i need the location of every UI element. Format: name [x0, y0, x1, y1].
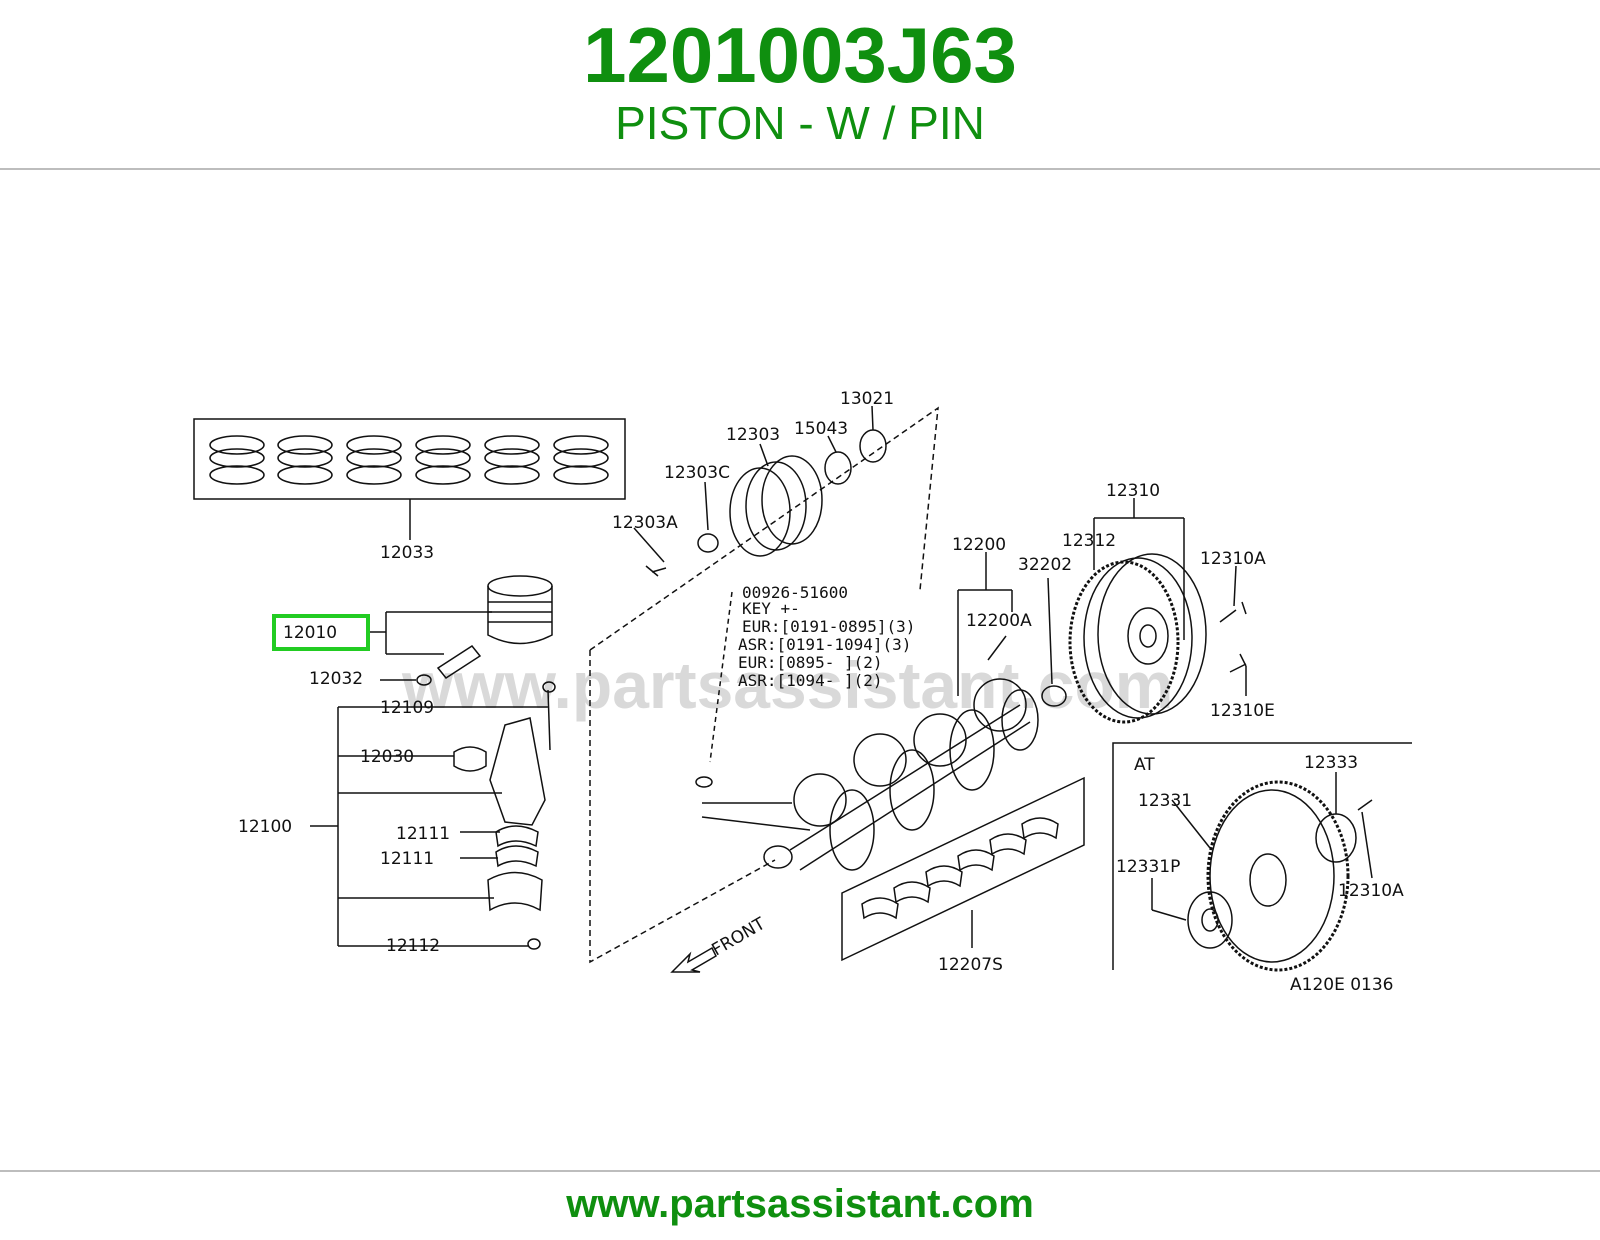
label-12310A: 12310A	[1200, 549, 1266, 569]
footer-divider	[0, 1170, 1600, 1172]
label-12312: 12312	[1062, 531, 1116, 551]
label-12032: 12032	[309, 669, 363, 689]
key-note-line-6: ASR:[1094- ](2)	[738, 671, 883, 690]
bearing-set-box	[841, 776, 1085, 962]
pilot-bushing	[1041, 685, 1067, 707]
label-12109: 12109	[380, 698, 434, 718]
label-12303: 12303	[726, 425, 780, 445]
header-divider	[0, 168, 1600, 170]
label-12111-upper: 12111	[396, 824, 450, 844]
footer-site-link[interactable]: www.partsassistant.com	[566, 1182, 1034, 1226]
part-name: PISTON - W / PIN	[615, 97, 985, 149]
label-12303A: 12303A	[612, 513, 678, 533]
key-note-line-1: 00926-51600	[742, 583, 848, 602]
label-at: AT	[1134, 755, 1155, 775]
label-12100: 12100	[238, 817, 292, 837]
label-12310A-at: 12310A	[1338, 881, 1404, 901]
piston-ring-set	[209, 435, 609, 485]
crankshaft-drawing	[695, 678, 1039, 871]
crank-pulley-drawing	[645, 429, 887, 577]
label-13021: 13021	[840, 389, 894, 409]
watermark: www.partsassistant.com	[401, 648, 1173, 722]
label-12331: 12331	[1138, 791, 1192, 811]
label-12333: 12333	[1304, 753, 1358, 773]
front-arrow-icon	[670, 946, 717, 973]
connecting-rod-drawing	[453, 681, 556, 950]
label-32202: 32202	[1018, 555, 1072, 575]
label-12033: 12033	[380, 543, 434, 563]
figure-code: A120E 0136	[1290, 975, 1394, 995]
part-number: 1201003J63	[583, 11, 1017, 99]
label-12200A: 12200A	[966, 611, 1032, 631]
label-15043: 15043	[794, 419, 848, 439]
label-front: FRONT	[709, 914, 770, 961]
highlight-12010	[272, 614, 370, 651]
label-12200: 12200	[952, 535, 1006, 555]
label-12030: 12030	[360, 747, 414, 767]
at-section-box	[1112, 742, 1412, 970]
key-note-line-2: KEY +-	[742, 599, 800, 618]
label-12010: 12010	[283, 623, 337, 643]
key-note-line-5: EUR:[0895- ](2)	[738, 653, 883, 672]
label-12331P: 12331P	[1116, 857, 1180, 877]
drive-plate-drawing	[1187, 780, 1373, 972]
label-12310E: 12310E	[1210, 701, 1275, 721]
label-12207S: 12207S	[938, 955, 1003, 975]
label-12112: 12112	[386, 936, 440, 956]
label-12111-lower: 12111	[380, 849, 434, 869]
flywheel-drawing	[1068, 553, 1247, 724]
main-bearing-set	[861, 817, 1059, 920]
label-12310: 12310	[1106, 481, 1160, 501]
label-12303C: 12303C	[664, 463, 730, 483]
piston-drawing	[416, 575, 553, 686]
ring-set-box	[193, 418, 626, 500]
key-note-line-3: EUR:[0191-0895](3)	[742, 617, 915, 636]
key-note-line-4: ASR:[0191-1094](3)	[738, 635, 911, 654]
